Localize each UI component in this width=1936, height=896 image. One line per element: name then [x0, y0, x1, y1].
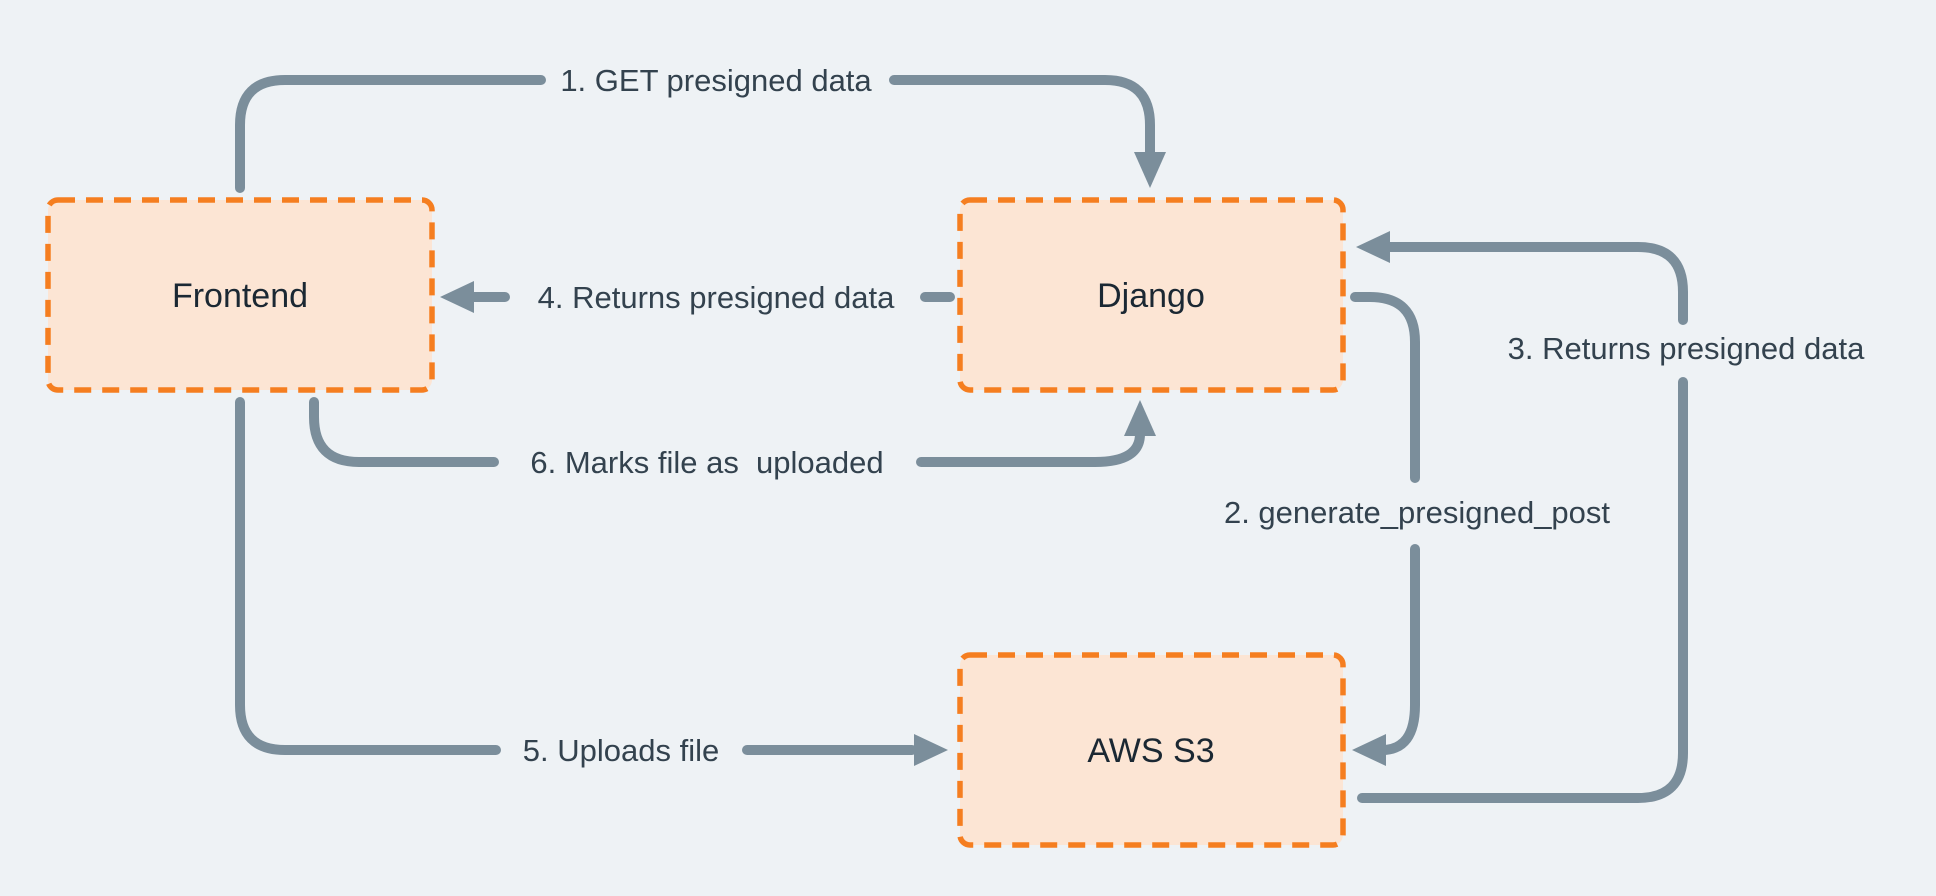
node-frontend-label: Frontend — [172, 277, 308, 315]
node-frontend-box — [45, 197, 435, 393]
edge-5-arrowhead-right-icon — [914, 734, 948, 766]
edge-3-label: 3. Returns presigned data — [1508, 331, 1865, 366]
edge-5-label: 5. Uploads file — [523, 733, 719, 768]
edge-4-label: 4. Returns presigned data — [538, 280, 895, 315]
edge-1-segment-left — [235, 75, 546, 193]
node-django-box — [957, 197, 1346, 393]
edge-6-arrowhead-up-icon — [1124, 400, 1156, 436]
edge-1-segment-right — [889, 75, 1155, 159]
edge-4: 4. Returns presigned data — [440, 280, 955, 315]
edge-1-arrowhead-down-icon — [1134, 152, 1166, 188]
edge-1-label: 1. GET presigned data — [560, 63, 872, 98]
node-django: Django — [957, 197, 1346, 393]
edge-6-segment-right — [916, 429, 1145, 467]
edge-6-segment-left — [309, 397, 499, 467]
edge-5-segment-left — [235, 397, 501, 755]
edge-3: 3. Returns presigned data — [1356, 231, 1865, 803]
edge-2-arrowhead-left-icon — [1352, 734, 1386, 766]
edge-2-segment-top — [1350, 292, 1420, 483]
edge-2: 2. generate_presigned_post — [1224, 292, 1610, 766]
edge-6: 6. Marks file as uploaded — [309, 397, 1156, 480]
node-aws-s3: AWS S3 — [957, 652, 1346, 848]
edge-6-label: 6. Marks file as uploaded — [530, 445, 883, 480]
edge-3-segment-top — [1385, 242, 1688, 325]
edge-2-label: 2. generate_presigned_post — [1224, 495, 1610, 530]
edge-1: 1. GET presigned data — [235, 63, 1166, 193]
edge-2-segment-bottom — [1377, 544, 1420, 755]
node-django-label: Django — [1097, 277, 1205, 315]
edge-5: 5. Uploads file — [235, 397, 948, 768]
edge-3-arrowhead-left-icon — [1356, 231, 1390, 263]
node-aws-s3-box — [957, 652, 1346, 848]
edge-3-segment-bottom — [1357, 377, 1688, 803]
edge-4-arrowhead-left-icon — [440, 281, 474, 313]
node-frontend: Frontend — [45, 197, 435, 393]
node-aws-s3-label: AWS S3 — [1087, 732, 1214, 770]
